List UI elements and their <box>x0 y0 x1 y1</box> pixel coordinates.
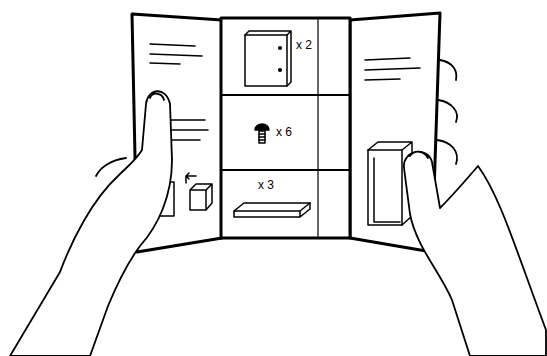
divider <box>221 169 350 171</box>
text-lines <box>150 44 420 140</box>
divider <box>221 94 350 96</box>
screw-icon <box>255 124 269 143</box>
fold-line <box>317 18 318 238</box>
quantity-label: x 2 <box>296 39 312 51</box>
quantity-label: x 6 <box>276 126 292 138</box>
left-hand <box>10 91 172 356</box>
panel-icon <box>245 31 291 86</box>
right-hand <box>404 60 546 356</box>
quantity-label: x 3 <box>258 179 274 191</box>
board-icon <box>234 203 310 217</box>
middle-panel <box>221 18 350 238</box>
